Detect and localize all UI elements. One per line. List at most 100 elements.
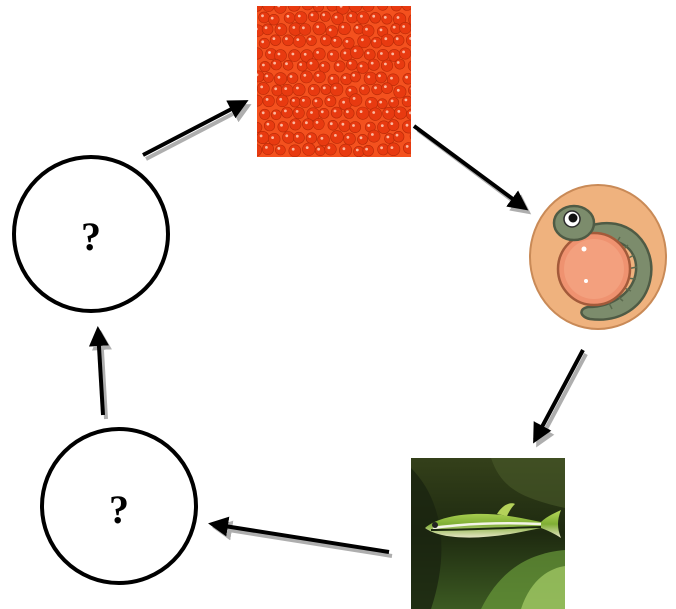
egg-highlight	[379, 101, 382, 104]
egg-highlight	[302, 26, 305, 29]
egg	[300, 71, 312, 83]
egg	[343, 37, 354, 48]
egg	[370, 12, 381, 23]
egg	[382, 14, 392, 24]
egg	[331, 36, 342, 47]
egg	[387, 143, 400, 156]
egg-highlight	[316, 121, 319, 124]
egg	[289, 145, 301, 157]
eggs-image	[257, 6, 411, 157]
egg	[299, 96, 310, 107]
egg-highlight	[360, 136, 363, 139]
egg	[275, 145, 285, 155]
egg	[350, 72, 360, 82]
egg-highlight	[292, 148, 295, 151]
egg-highlight	[356, 149, 359, 152]
egg	[314, 71, 326, 83]
egg-highlight	[349, 62, 352, 65]
egg-highlight	[346, 40, 349, 43]
egg	[320, 35, 331, 46]
egg	[394, 107, 406, 119]
egg-highlight	[360, 110, 363, 113]
egg	[268, 133, 280, 145]
egg-highlight	[352, 74, 355, 77]
egg	[257, 82, 269, 94]
egg-highlight	[397, 61, 400, 64]
egg-highlight	[353, 97, 356, 100]
egg	[260, 109, 270, 119]
egg-highlight	[306, 146, 309, 149]
egg	[377, 99, 387, 109]
egg-highlight	[290, 75, 293, 78]
egg	[377, 49, 389, 61]
egg-highlight	[265, 75, 268, 78]
egg	[303, 143, 316, 156]
egg-highlight	[402, 51, 405, 54]
egg	[400, 48, 411, 59]
egg	[295, 12, 307, 24]
egg	[290, 119, 301, 130]
egg	[260, 61, 270, 71]
egg	[368, 130, 380, 142]
egg-highlight	[329, 29, 332, 32]
egg-highlight	[391, 100, 394, 103]
egg	[358, 134, 368, 144]
egg	[388, 120, 399, 131]
egg-highlight	[343, 147, 346, 150]
egg	[308, 11, 319, 22]
egg	[325, 144, 337, 156]
egg	[349, 94, 362, 107]
egg-highlight	[381, 124, 384, 127]
question-mark-1: ?	[81, 217, 101, 257]
egg	[320, 11, 330, 21]
egg-highlight	[284, 87, 287, 90]
egg-highlight	[292, 26, 295, 29]
egg-highlight	[296, 110, 299, 113]
egg-highlight	[380, 52, 383, 55]
egg	[372, 84, 383, 95]
egg-highlight	[285, 62, 288, 65]
egg	[334, 61, 345, 72]
egg-highlight	[360, 65, 363, 68]
egg-highlight	[273, 62, 276, 65]
egg	[347, 12, 358, 23]
egg-highlight	[334, 87, 337, 90]
egg-highlight	[391, 146, 394, 149]
egg-highlight	[262, 111, 265, 114]
egg-highlight	[279, 98, 282, 101]
egg-highlight	[265, 146, 268, 149]
egg-highlight	[273, 112, 276, 115]
egg-highlight	[380, 29, 383, 32]
egg	[346, 59, 357, 70]
arrow-to-eggs	[143, 102, 245, 155]
egg	[257, 131, 269, 143]
egg-highlight	[337, 63, 340, 66]
egg-highlight	[378, 74, 381, 77]
egg	[290, 97, 300, 107]
egg-highlight	[328, 146, 331, 149]
egg-highlight	[271, 17, 274, 20]
egg-highlight	[333, 39, 336, 42]
egg-highlight	[354, 49, 357, 52]
egg	[371, 37, 382, 48]
egg	[358, 35, 371, 48]
egg	[315, 146, 325, 156]
egg	[327, 50, 339, 62]
egg-highlight	[349, 89, 352, 92]
egg-highlight	[335, 16, 338, 19]
egg	[278, 122, 289, 133]
egg-highlight	[390, 77, 393, 80]
egg-highlight	[397, 110, 400, 113]
egg	[263, 95, 275, 107]
egg-highlight	[405, 99, 408, 102]
egg-highlight	[305, 121, 308, 124]
egg-highlight	[303, 74, 306, 77]
egg	[331, 131, 344, 144]
egg-highlight	[393, 26, 396, 29]
egg-highlight	[406, 145, 409, 148]
egg-highlight	[365, 28, 368, 31]
question-mark-2: ?	[109, 490, 129, 530]
egg-highlight	[396, 37, 399, 40]
egg	[393, 131, 404, 142]
egg	[259, 38, 269, 48]
